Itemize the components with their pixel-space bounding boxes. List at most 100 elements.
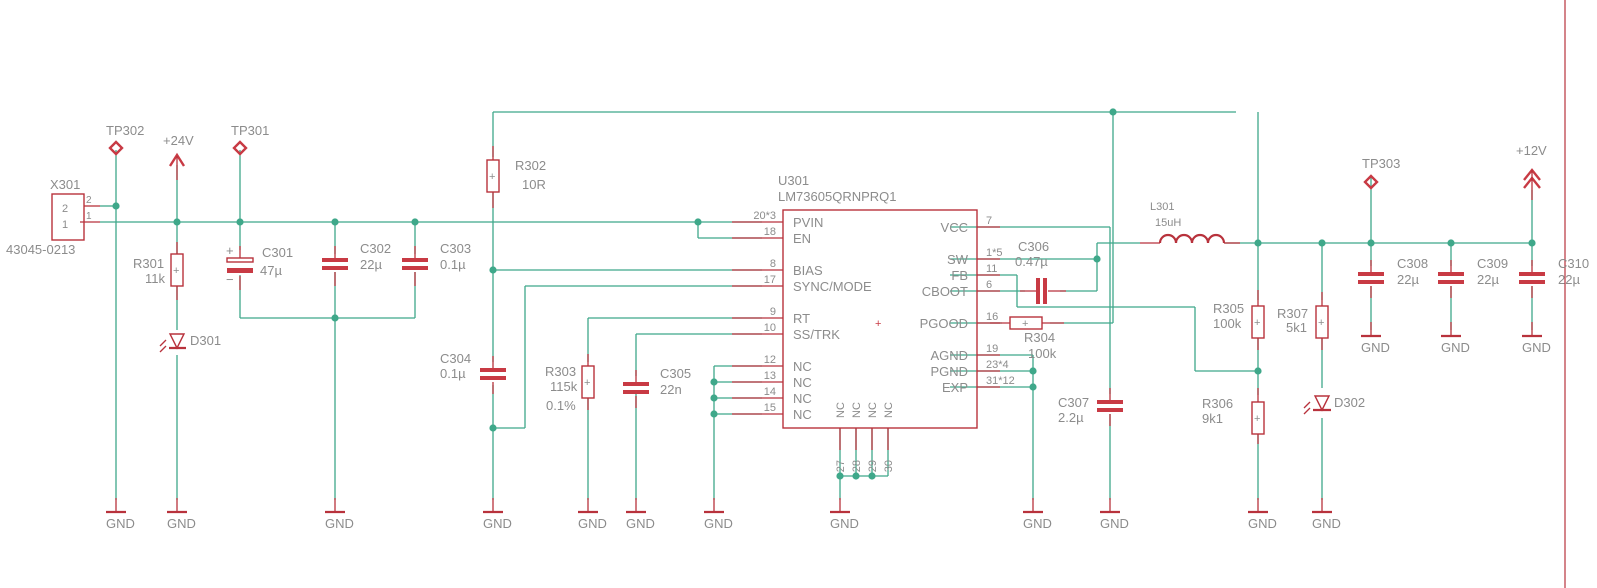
capacitor-c302[interactable]: C302 22µ <box>322 241 391 286</box>
gnd-label: GND <box>325 516 354 531</box>
capacitor-ref: C309 <box>1477 256 1508 271</box>
capacitor-c301[interactable]: + − C301 47µ <box>226 243 293 290</box>
capacitor-icon <box>480 368 506 372</box>
led-d302[interactable]: D302 <box>1303 395 1365 415</box>
resistor-r305[interactable]: + R305 100k <box>1213 290 1265 350</box>
resistor-r307[interactable]: + R307 5k1 <box>1277 292 1329 350</box>
connector-pin-2-label: 2 <box>62 203 68 215</box>
capacitor-c305[interactable]: C305 22n <box>623 366 691 408</box>
svg-text:+: + <box>1318 317 1324 329</box>
ic-pin-name: PVIN <box>793 215 823 230</box>
resistor-value: 100k <box>1028 346 1057 361</box>
resistor-r302[interactable]: + R302 10R <box>486 146 546 208</box>
capacitor-value: 22µ <box>1397 272 1419 287</box>
capacitor-value: 0.47µ <box>1015 254 1048 269</box>
ic-pin-number: 1*5 <box>986 247 1003 259</box>
gnd-label: GND <box>626 516 655 531</box>
supply-12v[interactable]: +12V <box>1516 143 1547 200</box>
ic-pin-number: 17 <box>764 274 776 286</box>
gnd-symbol: GND <box>1441 322 1470 355</box>
capacitor-ref: C310 <box>1558 256 1589 271</box>
svg-text:+: + <box>1254 413 1260 425</box>
ic-pin-name: SS/TRK <box>793 327 840 342</box>
capacitor-icon <box>1438 272 1464 276</box>
testpoint-ref: TP302 <box>106 123 144 138</box>
capacitor-icon <box>1097 400 1123 404</box>
capacitor-ref: C307 <box>1058 395 1089 410</box>
capacitor-icon <box>322 258 348 262</box>
resistor-icon <box>1315 305 1329 339</box>
ic-pin-name: PGND <box>930 364 968 379</box>
svg-text:+: + <box>173 265 179 277</box>
capacitor-c308[interactable]: C308 22µ <box>1358 256 1428 298</box>
resistor-icon <box>1251 305 1265 339</box>
gnd-symbol: GND <box>578 498 607 531</box>
testpoint-tp302[interactable]: TP302 <box>106 123 144 156</box>
resistor-r306[interactable]: + R306 9k1 <box>1202 388 1265 444</box>
ic-pin-number: 11 <box>986 263 997 275</box>
ic-value: LM73605QRNPRQ1 <box>778 189 897 204</box>
ic-pin-number: 30 <box>883 460 895 472</box>
testpoint-tp301[interactable]: TP301 <box>231 123 269 156</box>
ic-u301[interactable]: U301 LM73605QRNPRQ1 + <box>778 173 978 429</box>
connector-x301[interactable]: X301 2 1 2 1 43045-0213 <box>6 177 100 257</box>
testpoint-tp303[interactable]: TP303 <box>1362 156 1400 190</box>
ic-pin-number: 14 <box>764 386 776 398</box>
gnd-label: GND <box>1100 516 1129 531</box>
connector-pin-2-num: 2 <box>86 195 92 206</box>
resistor-r301[interactable]: + R301 11k <box>133 242 184 300</box>
capacitor-c310[interactable]: C310 22µ <box>1519 256 1589 298</box>
gnd-symbol: GND <box>1248 498 1277 531</box>
supply-24v[interactable]: +24V <box>163 133 194 180</box>
gnd-label: GND <box>1312 516 1341 531</box>
led-d301[interactable]: D301 <box>159 333 221 353</box>
ic-pin-number: 16 <box>986 311 998 323</box>
gnd-symbol: GND <box>483 498 512 531</box>
ic-pin-number: 6 <box>986 279 992 291</box>
gnd-symbol: GND <box>106 498 135 531</box>
resistor-value: 9k1 <box>1202 411 1223 426</box>
ic-pin-name: RT <box>793 311 810 326</box>
capacitor-value: 2.2µ <box>1058 410 1084 425</box>
svg-text:+: + <box>1022 318 1028 330</box>
supply-label: +12V <box>1516 143 1547 158</box>
svg-text:+: + <box>226 243 234 258</box>
capacitor-c307[interactable]: C307 2.2µ <box>1058 388 1123 426</box>
resistor-r304[interactable]: + R304 100k <box>990 316 1064 361</box>
gnd-label: GND <box>1023 516 1052 531</box>
ic-pin-name: NC <box>793 359 812 374</box>
gnd-label: GND <box>483 516 512 531</box>
capacitor-c303[interactable]: C303 0.1µ <box>402 241 471 286</box>
capacitor-c304[interactable]: C304 0.1µ <box>440 351 506 394</box>
resistor-icon <box>581 365 595 399</box>
ic-pin-name: NC <box>793 407 812 422</box>
resistor-r303[interactable]: + R303 115k 0.1% <box>545 354 595 413</box>
ic-pin-name: NC <box>793 375 812 390</box>
gnd-symbol: GND <box>1100 498 1129 531</box>
ic-pin-name: BIAS <box>793 263 823 278</box>
resistor-icon <box>170 253 184 287</box>
capacitor-ref: C308 <box>1397 256 1428 271</box>
testpoint-icon <box>1363 174 1379 190</box>
inductor-l301[interactable]: L301 15uH <box>1140 201 1240 244</box>
capacitor-c306[interactable]: C306 0.47µ <box>1015 239 1066 304</box>
capacitor-c309[interactable]: C309 22µ <box>1438 256 1508 298</box>
ic-pin-number: 9 <box>770 306 776 318</box>
resistor-tolerance: 0.1% <box>546 398 576 413</box>
ic-pin-name: SW <box>947 252 969 267</box>
capacitor-ref: C303 <box>440 241 471 256</box>
capacitor-ref: C306 <box>1018 239 1049 254</box>
gnd-label: GND <box>167 516 196 531</box>
capacitor-value: 47µ <box>260 263 282 278</box>
gnd-symbol: GND <box>167 498 196 531</box>
led-icon <box>1313 395 1331 412</box>
resistor-icon <box>486 159 500 193</box>
svg-text:+: + <box>875 318 881 330</box>
resistor-ref: R304 <box>1024 330 1055 345</box>
testpoint-ref: TP301 <box>231 123 269 138</box>
inductor-ref: L301 <box>1150 201 1174 213</box>
ic-pin-number: 19 <box>986 343 998 355</box>
supply-arrow-icon <box>168 152 186 167</box>
resistor-value: 115k <box>550 379 578 394</box>
ic-pin-name: EN <box>793 231 811 246</box>
